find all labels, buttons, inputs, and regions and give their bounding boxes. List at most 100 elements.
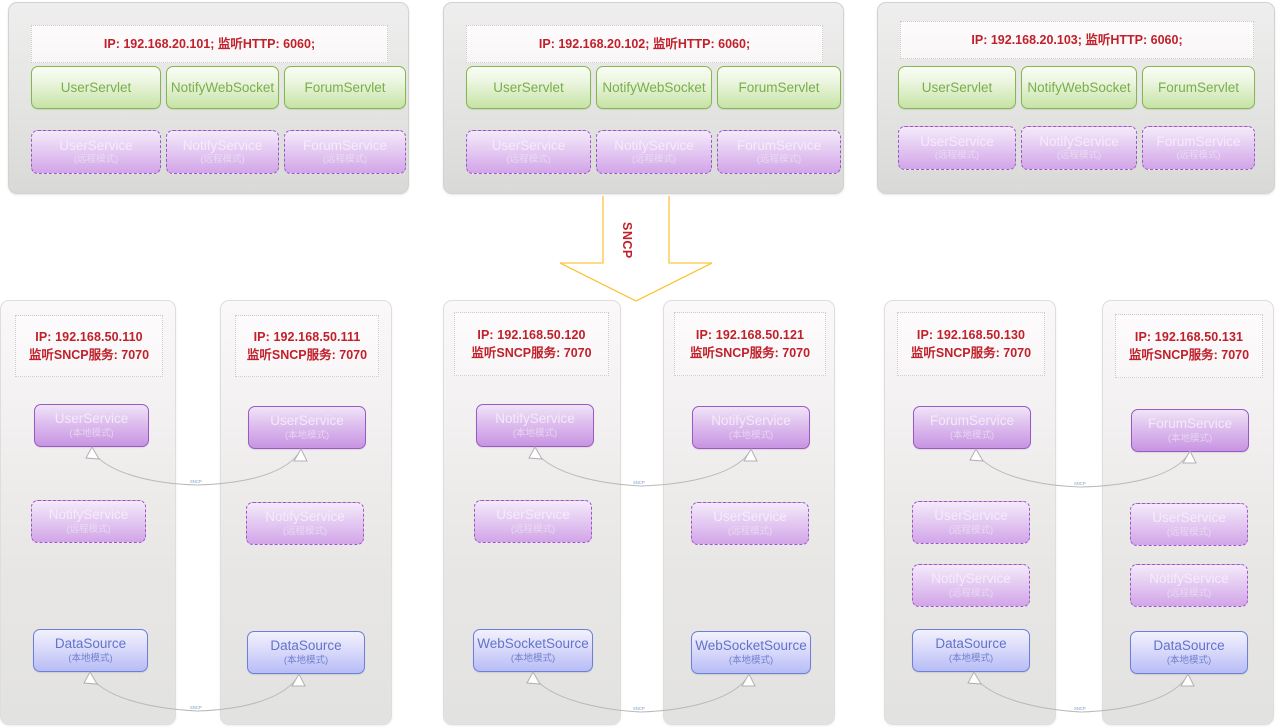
service-node-panel-1: IP: 192.168.50.110 监听SNCP服务: 7070 UserSe… xyxy=(0,300,176,725)
component-box-notifyservice-remote-1[interactable]: NotifyService (远程模式) xyxy=(31,500,146,543)
component-mode: (本地模式) xyxy=(948,652,994,664)
component-mode: (本地模式) xyxy=(512,427,558,439)
component-box-datasource-local-1[interactable]: DataSource (本地模式) xyxy=(33,629,148,672)
component-box-notifyservice-local-4[interactable]: NotifyService (本地模式) xyxy=(692,406,810,449)
component-mode: (远程模式) xyxy=(948,587,994,599)
servlet-label: UserServlet xyxy=(493,79,564,95)
servlet-label: ForumServlet xyxy=(304,79,386,95)
service-box-forum-2[interactable]: ForumService (远程模式) xyxy=(717,130,841,174)
servlet-box-notify-1[interactable]: NotifyWebSocket xyxy=(166,66,279,109)
service-mode: (远程模式) xyxy=(322,154,368,166)
component-box-websocketsource-local-3[interactable]: WebSocketSource (本地模式) xyxy=(473,629,593,672)
servlet-label: ForumServlet xyxy=(1157,79,1240,95)
component-box-forumservice-local-6[interactable]: ForumService (本地模式) xyxy=(1131,409,1249,452)
service-box-notify-3[interactable]: NotifyService (远程模式) xyxy=(1021,126,1137,170)
service-node-panel-4: IP: 192.168.50.121 监听SNCP服务: 7070 Notify… xyxy=(663,300,835,725)
component-box-notifyservice-remote-6[interactable]: NotifyService (远程模式) xyxy=(1130,564,1248,607)
component-box-datasource-local-2[interactable]: DataSource (本地模式) xyxy=(247,631,365,674)
peer-link-label: SNCP xyxy=(1074,481,1086,486)
service-box-notify-1[interactable]: NotifyService (远程模式) xyxy=(166,130,279,174)
service-box-forum-1[interactable]: ForumService (远程模式) xyxy=(284,130,406,174)
servlet-label: UserServlet xyxy=(921,79,993,95)
component-label: UserService xyxy=(496,507,570,523)
servlet-box-notify-3[interactable]: NotifyWebSocket xyxy=(1021,66,1137,109)
servlet-box-user-2[interactable]: UserServlet xyxy=(466,66,591,109)
component-box-notifyservice-local-3[interactable]: NotifyService (本地模式) xyxy=(476,404,594,447)
header-ip: IP: 192.168.50.110 xyxy=(35,329,143,344)
component-mode: (远程模式) xyxy=(282,525,328,537)
peer-link-lower-3: SNCP xyxy=(967,670,1195,713)
peer-link-label: SNCP xyxy=(633,706,645,711)
component-box-userservice-remote-6[interactable]: UserService (远程模式) xyxy=(1130,503,1248,546)
service-box-forum-3[interactable]: ForumService (远程模式) xyxy=(1142,126,1255,170)
component-mode: (本地模式) xyxy=(728,429,774,441)
component-label: DataSource xyxy=(54,636,127,652)
service-box-user-2[interactable]: UserService (远程模式) xyxy=(466,130,591,174)
component-mode: (本地模式) xyxy=(1166,654,1212,666)
header-port: 监听SNCP服务: 7070 xyxy=(910,346,1032,360)
component-box-userservice-remote-5[interactable]: UserService (远程模式) xyxy=(912,501,1030,544)
service-label: ForumService xyxy=(736,137,822,153)
service-node-panel-3: IP: 192.168.50.120 监听SNCP服务: 7070 Notify… xyxy=(443,300,621,725)
header-ip: IP: 192.168.50.130 xyxy=(916,327,1026,342)
peer-link-upper-1: SNCP xyxy=(85,445,308,486)
component-label: NotifyService xyxy=(711,413,791,429)
servlet-label: ForumServlet xyxy=(738,79,820,95)
component-mode: (远程模式) xyxy=(1166,587,1212,599)
service-mode: (远程模式) xyxy=(200,154,245,166)
component-label: NotifyService xyxy=(265,509,345,525)
header-ip: IP: 192.168.50.121 xyxy=(695,327,805,342)
header-ip: IP: 192.168.50.111 xyxy=(253,329,361,344)
component-box-userservice-remote-4[interactable]: UserService (远程模式) xyxy=(691,502,809,545)
header-port: 监听SNCP服务: 7070 xyxy=(471,346,592,360)
service-label: UserService xyxy=(491,137,566,153)
service-node-header-1: IP: 192.168.50.110 监听SNCP服务: 7070 xyxy=(15,315,163,377)
component-mode: (远程模式) xyxy=(510,523,556,535)
service-box-user-3[interactable]: UserService (远程模式) xyxy=(898,126,1016,170)
component-box-notifyservice-remote-5[interactable]: NotifyService (远程模式) xyxy=(912,564,1030,607)
servlet-box-user-3[interactable]: UserServlet xyxy=(898,66,1016,109)
servlet-label: NotifyWebSocket xyxy=(170,79,275,95)
app-server-header-2: IP: 192.168.20.102; 监听HTTP: 6060; xyxy=(466,25,823,63)
peer-link-upper-3: SNCP xyxy=(969,447,1197,488)
servlet-box-forum-2[interactable]: ForumServlet xyxy=(717,66,841,109)
peer-link-label: SNCP xyxy=(633,480,645,485)
service-node-panel-5: IP: 192.168.50.130 监听SNCP服务: 7070 ForumS… xyxy=(884,300,1056,725)
component-mode: (本地模式) xyxy=(68,652,113,664)
servlet-box-notify-2[interactable]: NotifyWebSocket xyxy=(596,66,712,109)
component-box-datasource-local-5[interactable]: DataSource (本地模式) xyxy=(912,629,1030,672)
app-server-panel-3: IP: 192.168.20.103; 监听HTTP: 6060; UserSe… xyxy=(877,2,1275,194)
service-mode: (远程模式) xyxy=(506,154,551,166)
service-node-header-3: IP: 192.168.50.120 监听SNCP服务: 7070 xyxy=(454,312,609,376)
component-label: UserService xyxy=(54,411,129,427)
component-box-userservice-local-2[interactable]: UserService (本地模式) xyxy=(248,406,366,449)
service-mode: (远程模式) xyxy=(1176,150,1221,162)
header-port: 监听SNCP服务: 7070 xyxy=(28,348,150,362)
component-label: NotifyService xyxy=(495,411,575,427)
component-box-userservice-remote-3[interactable]: UserService (远程模式) xyxy=(474,500,592,543)
component-box-websocketsource-local-4[interactable]: WebSocketSource (本地模式) xyxy=(691,631,811,674)
servlet-label: NotifyWebSocket xyxy=(1027,79,1131,95)
component-box-datasource-local-6[interactable]: DataSource (本地模式) xyxy=(1130,631,1248,674)
service-mode: (远程模式) xyxy=(934,150,980,162)
service-box-user-1[interactable]: UserService (远程模式) xyxy=(31,130,161,174)
component-box-userservice-local-1[interactable]: UserService (本地模式) xyxy=(34,404,149,447)
servlet-box-user-1[interactable]: UserServlet xyxy=(31,66,161,109)
service-mode: (远程模式) xyxy=(1056,150,1102,162)
component-box-notifyservice-remote-2[interactable]: NotifyService (远程模式) xyxy=(246,502,364,545)
peer-link-label: SNCP xyxy=(190,479,202,484)
servlet-box-forum-3[interactable]: ForumServlet xyxy=(1142,66,1255,109)
component-label: NotifyService xyxy=(48,507,129,523)
service-node-panel-6: IP: 192.168.50.131 监听SNCP服务: 7070 ForumS… xyxy=(1102,300,1274,725)
service-label: NotifyService xyxy=(614,137,694,153)
component-label: WebSocketSource xyxy=(695,638,807,654)
component-label: NotifyService xyxy=(931,571,1011,587)
service-node-header-4: IP: 192.168.50.121 监听SNCP服务: 7070 xyxy=(674,312,826,376)
service-box-notify-2[interactable]: NotifyService (远程模式) xyxy=(596,130,712,174)
component-mode: (本地模式) xyxy=(949,429,995,441)
servlet-box-forum-1[interactable]: ForumServlet xyxy=(284,66,406,109)
component-mode: (远程模式) xyxy=(1166,526,1212,538)
component-box-forumservice-local-5[interactable]: ForumService (本地模式) xyxy=(913,406,1031,449)
servlet-label: NotifyWebSocket xyxy=(602,79,706,95)
servlet-label: UserServlet xyxy=(60,79,132,95)
